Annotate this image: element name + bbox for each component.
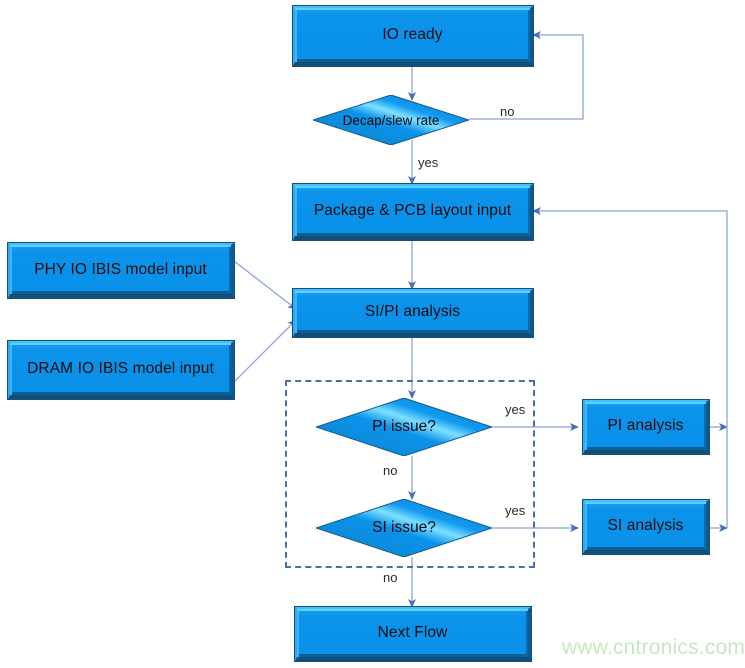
node-decap-slew-rate[interactable]: Decap/slew rate <box>313 95 469 145</box>
decision-diamond-shape <box>313 95 469 145</box>
node-next-flow-label: Next Flow <box>377 624 448 641</box>
node-decap-slew-rate-label: Decap/slew rate <box>342 112 440 128</box>
node-si-analysis[interactable]: SI analysis <box>582 499 710 555</box>
node-phy-io-ibis-model-input[interactable]: PHY IO IBIS model input <box>7 242 235 299</box>
decision-diamond-shape <box>316 499 492 557</box>
node-si-issue[interactable]: SI issue? <box>316 499 492 557</box>
node-pi-issue[interactable]: PI issue? <box>316 398 492 456</box>
edge-dram-ibis-to-sipi <box>233 319 297 383</box>
decision-diamond-shape <box>316 398 492 456</box>
edge-phy-ibis-to-sipi <box>233 260 297 310</box>
node-dram-io-ibis-model-input[interactable]: DRAM IO IBIS model input <box>7 340 235 400</box>
node-si-analysis-label: SI analysis <box>607 517 684 534</box>
node-si-pi-analysis[interactable]: SI/PI analysis <box>292 288 534 338</box>
node-pi-analysis-label: PI analysis <box>607 417 684 434</box>
node-phy-io-ibis-model-input-label: PHY IO IBIS model input <box>34 260 207 278</box>
node-pi-analysis[interactable]: PI analysis <box>582 399 710 455</box>
issue-loop-region <box>285 380 535 568</box>
node-pi-issue-label: PI issue? <box>372 418 436 435</box>
edge-rail-to-package <box>532 207 728 528</box>
edge-label-decap-no: no <box>500 104 515 119</box>
node-package-pcb-layout-input[interactable]: Package & PCB layout input <box>292 183 534 241</box>
node-package-pcb-layout-input-label: Package & PCB layout input <box>313 202 512 219</box>
node-si-pi-analysis-label: SI/PI analysis <box>364 303 461 320</box>
node-next-flow[interactable]: Next Flow <box>294 606 532 662</box>
node-io-ready-label: IO ready <box>382 26 443 43</box>
edge-label-si-issue-no: no <box>383 570 398 585</box>
edge-label-si-issue-yes: yes <box>505 503 526 518</box>
edge-label-pi-issue-no: no <box>383 463 398 478</box>
node-si-issue-label: SI issue? <box>372 519 436 536</box>
node-dram-io-ibis-model-input-label: DRAM IO IBIS model input <box>27 360 214 377</box>
node-io-ready[interactable]: IO ready <box>292 5 534 67</box>
site-watermark: www.cntronics.com <box>562 636 745 659</box>
edge-label-decap-yes: yes <box>418 155 439 170</box>
edge-label-pi-issue-yes: yes <box>505 402 526 417</box>
